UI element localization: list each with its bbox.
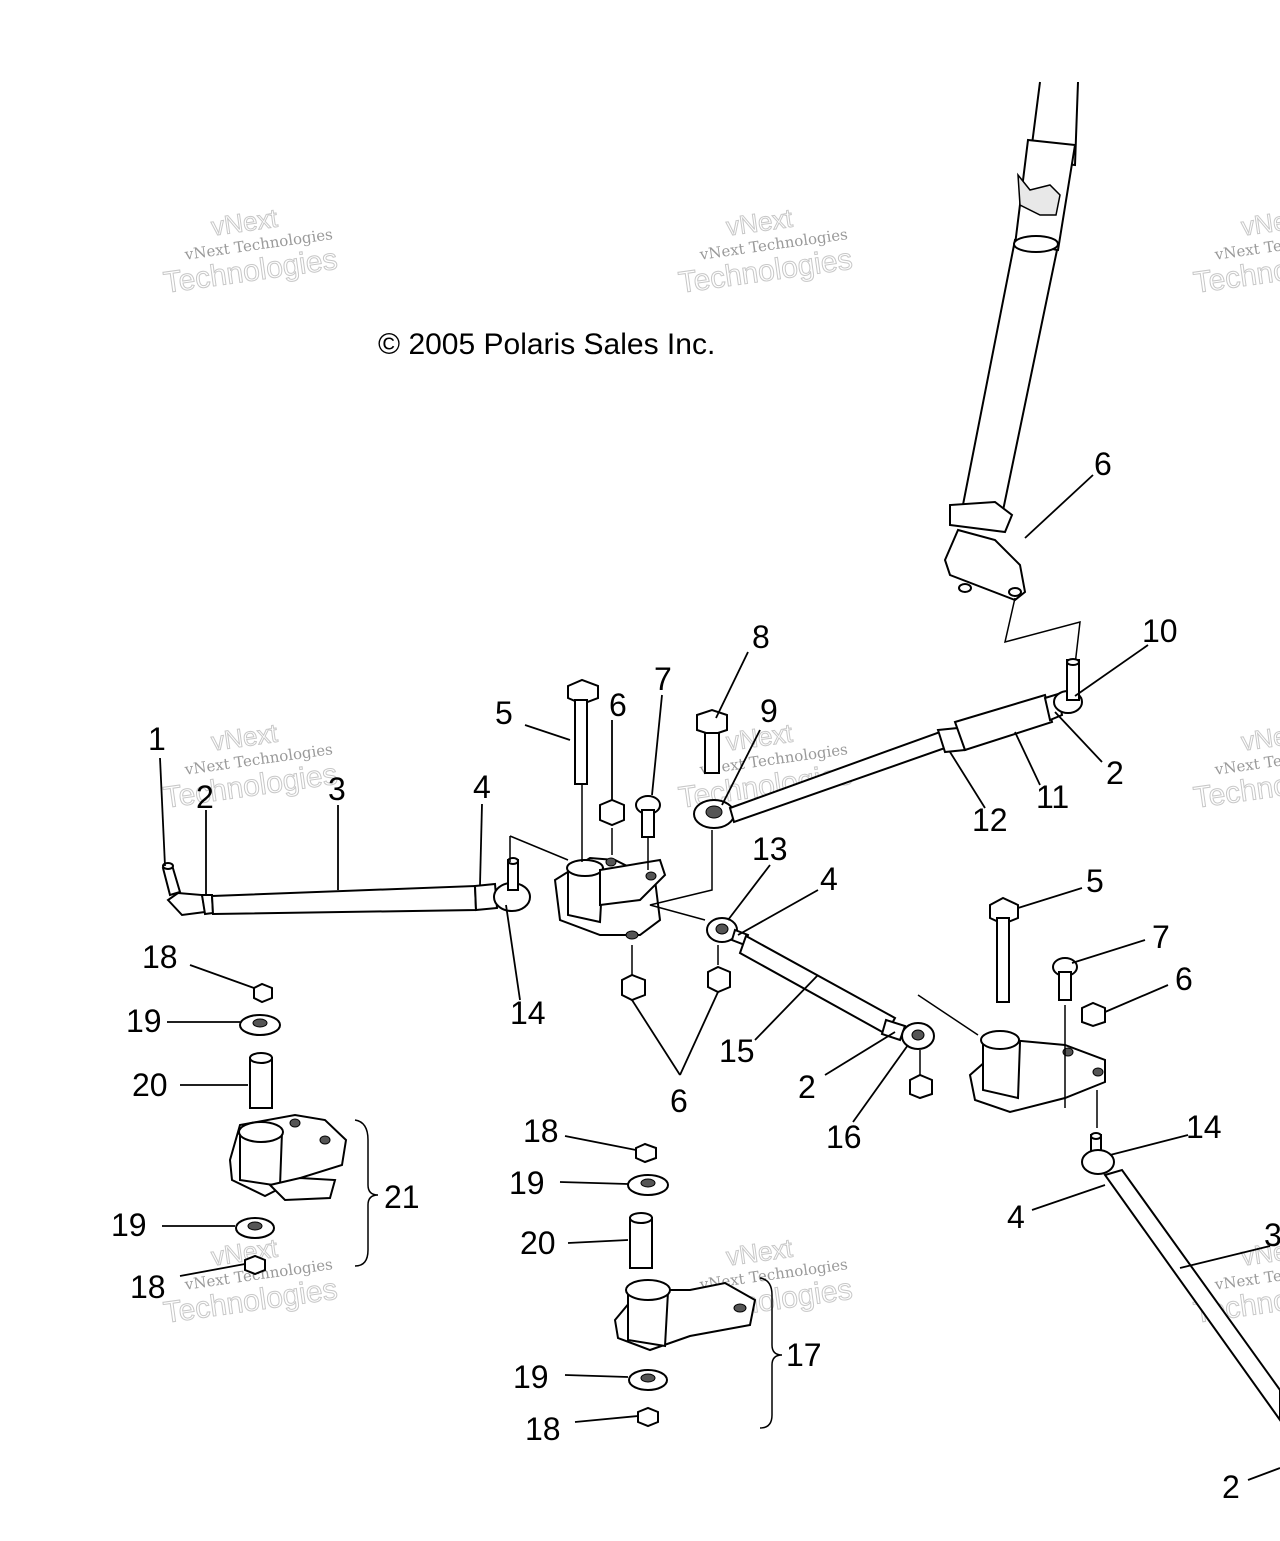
callout-12: 12	[972, 802, 1008, 838]
callout-labels: 6 10 8 7 9 5 6 1 2 2 3 4 11 12 13 4 5 7 …	[111, 446, 1280, 1505]
idler-stack-left	[228, 982, 348, 1276]
callout-7: 7	[654, 661, 672, 697]
bracket-17	[759, 1277, 783, 1429]
bolt-5-right	[989, 896, 1019, 1003]
pitman-arm-center	[553, 856, 667, 940]
callout-18: 18	[523, 1113, 559, 1149]
watermark-text: vNext	[1239, 203, 1280, 242]
nut-6-center	[599, 798, 625, 827]
callout-7: 7	[1152, 919, 1170, 955]
callout-2: 2	[196, 779, 214, 815]
callout-6: 6	[1175, 961, 1193, 997]
callout-6: 6	[609, 687, 627, 723]
callout-14: 14	[510, 995, 546, 1031]
callout-4: 4	[820, 861, 838, 897]
leader-lines	[159, 474, 1280, 1481]
nut-6-lower-left	[621, 973, 646, 1002]
bolt-8	[696, 708, 728, 774]
callout-2: 2	[1106, 755, 1124, 791]
alignment-line	[917, 994, 979, 1036]
callout-17: 17	[786, 1337, 822, 1373]
watermark-mid-left: vNext vNext Technologies Technologies	[161, 717, 340, 815]
callout-19: 19	[513, 1359, 549, 1395]
callout-9: 9	[760, 693, 778, 729]
callout-18: 18	[130, 1269, 166, 1305]
callout-16: 16	[826, 1119, 862, 1155]
callout-19: 19	[509, 1165, 545, 1201]
watermark-top-center: vNext vNext Technologies Technologies	[676, 202, 855, 300]
callout-6: 6	[1094, 446, 1112, 482]
callout-1: 1	[148, 721, 166, 757]
callout-8: 8	[752, 619, 770, 655]
watermark-top-left: vNext vNext Technologies Technologies	[161, 202, 340, 300]
nut-6-lower-right	[707, 965, 731, 994]
screw-7-right	[1052, 957, 1078, 1001]
callout-18: 18	[142, 939, 178, 975]
callout-21: 21	[384, 1179, 420, 1215]
callout-13: 13	[752, 831, 788, 867]
pitman-arm-right	[968, 1030, 1106, 1114]
callout-19: 19	[126, 1003, 162, 1039]
callout-19: 19	[111, 1207, 147, 1243]
callout-14: 14	[1186, 1109, 1222, 1145]
tie-rod-upper-right	[693, 658, 1083, 829]
callout-3: 3	[328, 771, 346, 807]
link-rod-center	[706, 917, 935, 1050]
callout-20: 20	[520, 1225, 556, 1261]
alignment-line	[1003, 597, 1081, 666]
watermark-top-right: vNext vNext Technologies Technologies	[1191, 202, 1280, 300]
tie-rod-lower-right	[1081, 1132, 1280, 1422]
callout-2: 2	[798, 1069, 816, 1105]
tie-rod-left	[161, 857, 531, 917]
callout-4: 4	[1007, 1199, 1025, 1235]
nut-16	[909, 1073, 933, 1100]
callout-10: 10	[1142, 613, 1178, 649]
callout-15: 15	[719, 1033, 755, 1069]
callout-5: 5	[495, 695, 513, 731]
nut-6-right	[1081, 1001, 1106, 1028]
alignment-line	[649, 830, 713, 921]
callout-5: 5	[1086, 863, 1104, 899]
screw-7-center	[635, 795, 661, 838]
callout-20: 20	[132, 1067, 168, 1103]
idler-stack-center	[613, 1142, 757, 1428]
copyright-notice: © 2005 Polaris Sales Inc.	[378, 328, 715, 361]
watermark-text: vNext	[1239, 718, 1280, 757]
callout-6: 6	[670, 1083, 688, 1119]
alignment-line	[509, 835, 569, 861]
callout-4: 4	[473, 769, 491, 805]
bracket-21	[354, 1119, 379, 1267]
watermark-bottom-left: vNext vNext Technologies Technologies	[161, 1232, 340, 1330]
callout-2: 2	[1222, 1469, 1240, 1505]
callout-3: 3	[1264, 1217, 1280, 1253]
callout-11: 11	[1036, 779, 1069, 815]
bolt-5-center	[567, 678, 599, 785]
callout-18: 18	[525, 1411, 561, 1447]
watermark-mid-right: vNext vNext Technologies Technologies	[1191, 717, 1280, 815]
steering-post	[943, 81, 1079, 602]
